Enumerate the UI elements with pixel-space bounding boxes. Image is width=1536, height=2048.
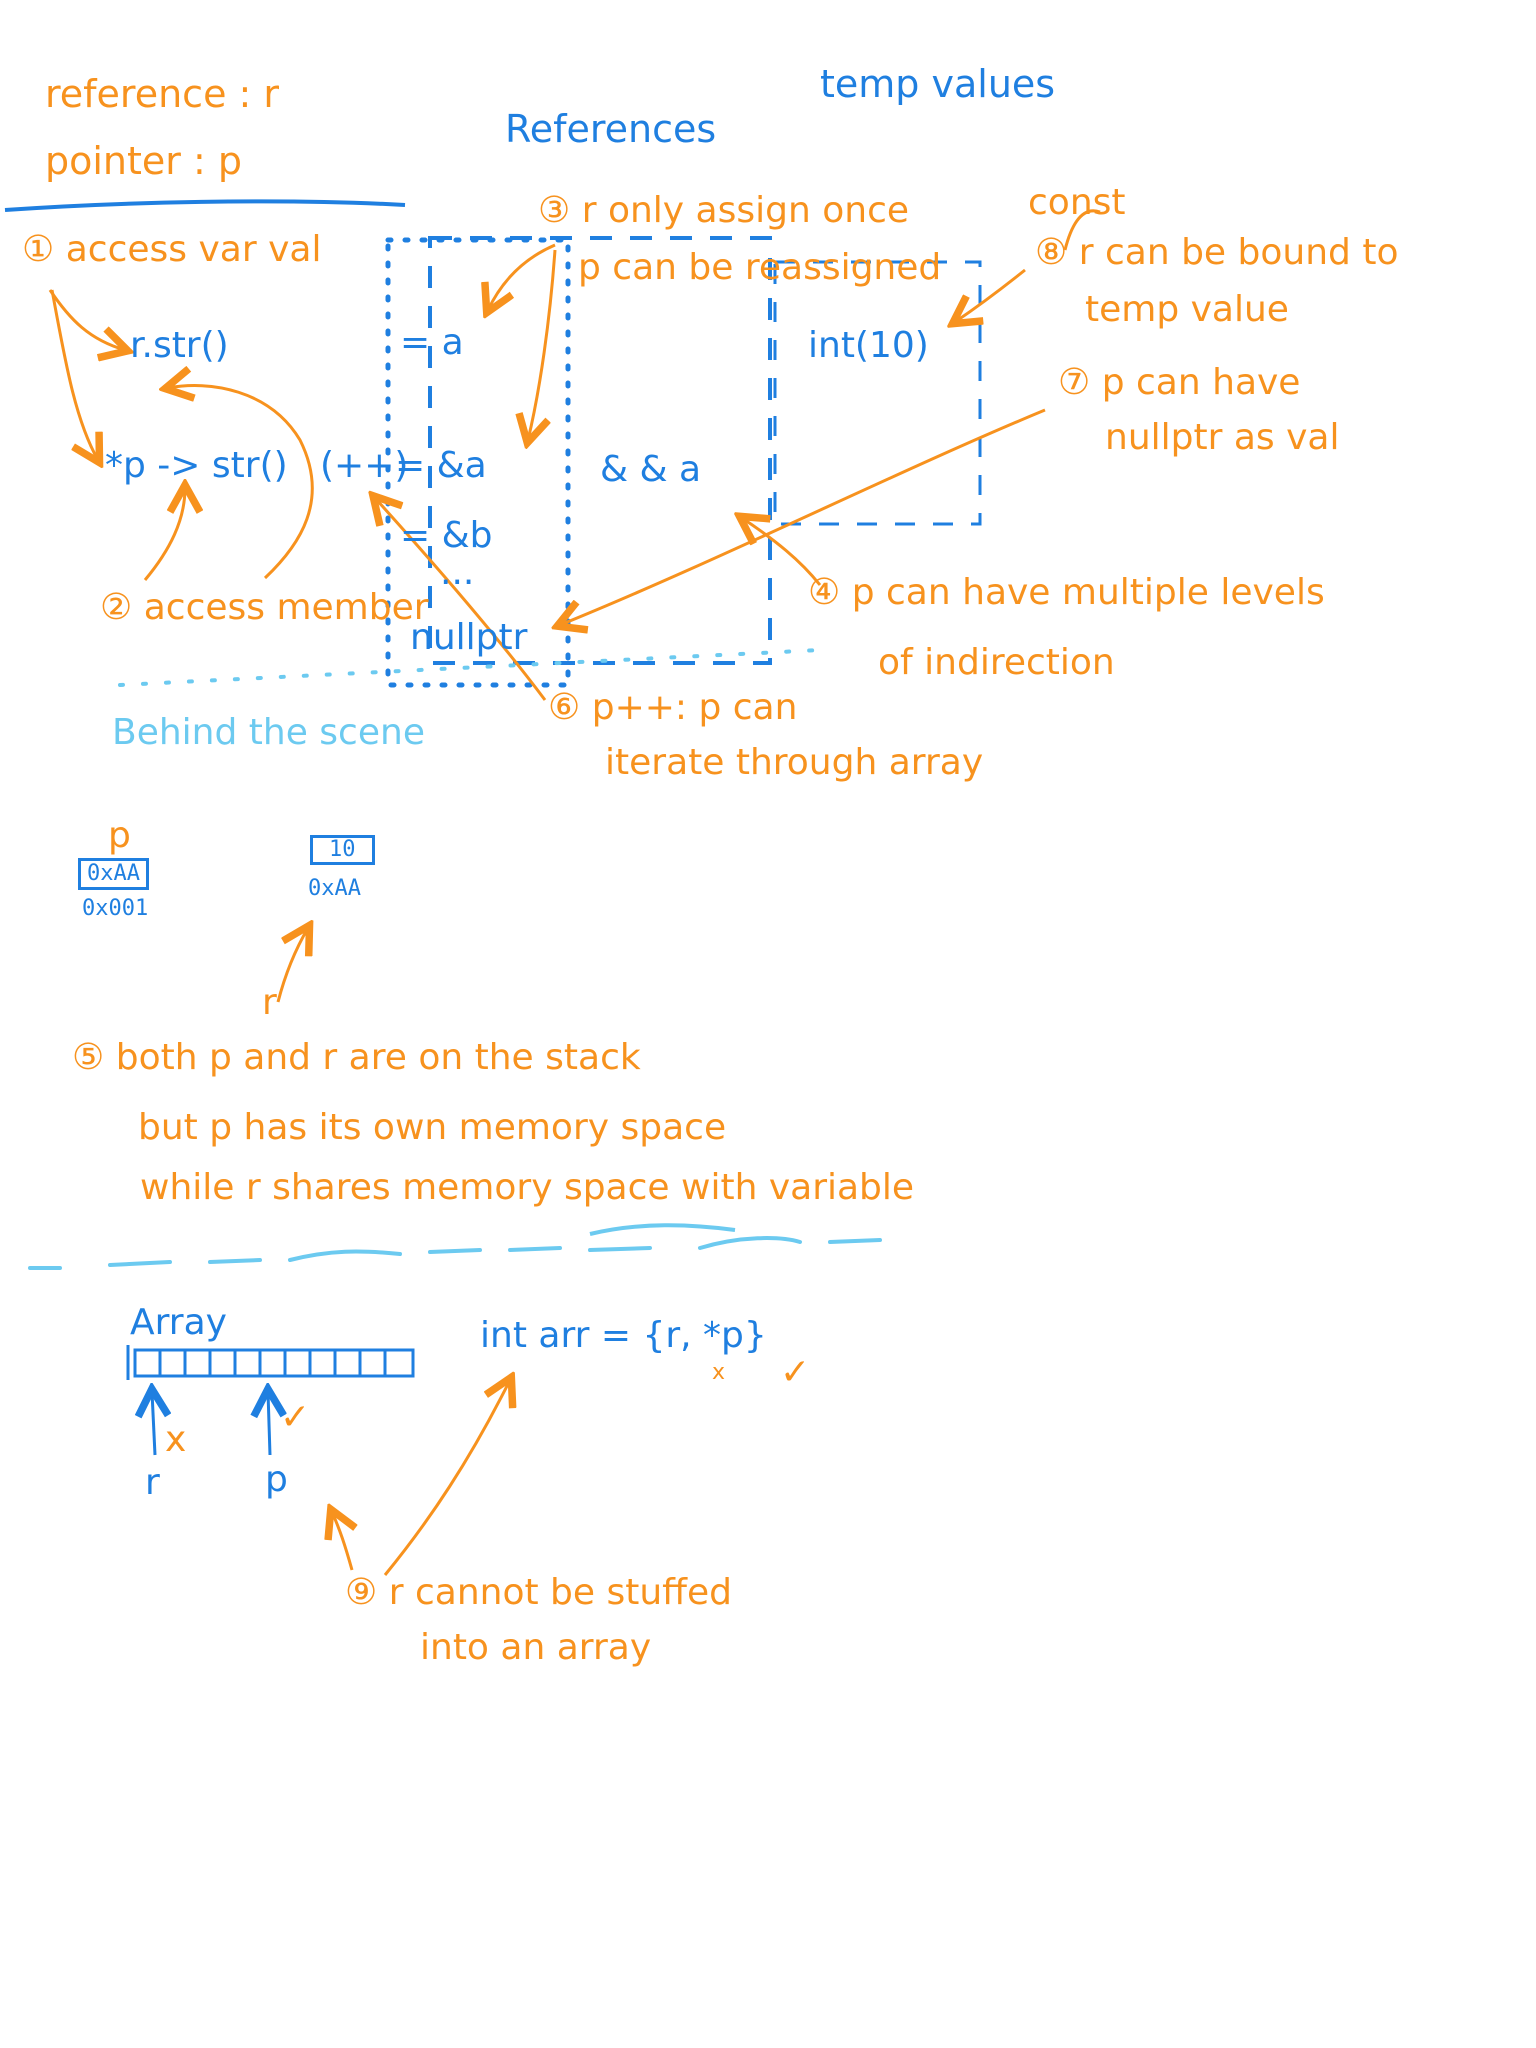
note-p-increment: ⑥ p++: p can (548, 687, 798, 728)
mem-r-label: r (262, 982, 277, 1023)
array-p-label: p (265, 1459, 288, 1500)
code-int-arr: int arr = {r, *p} (480, 1315, 767, 1356)
mem-p-label: p (108, 815, 131, 856)
note-stack-line3: while r shares memory space with variabl… (140, 1167, 915, 1208)
note-indirection: of indirection (878, 642, 1115, 683)
array-title: Array (130, 1302, 227, 1343)
array-r-label: r (145, 1462, 160, 1503)
temp-values-header: temp values (820, 62, 1056, 106)
array-p-check-mark: ✓ (280, 1397, 311, 1438)
code-r-str: r.str() (130, 325, 229, 366)
mem-p-address: 0x001 (82, 896, 149, 921)
note-p-reassigned: p can be reassigned (578, 247, 942, 288)
note-temp-value: temp value (1085, 289, 1289, 330)
note-const: const (1028, 182, 1126, 223)
note-r-assign-once: ③ r only assign once (538, 190, 910, 231)
code-increment: (++) (320, 445, 409, 486)
code-int10: int(10) (808, 325, 929, 366)
note-r-bound-temp: ⑧ r can be bound to (1035, 232, 1399, 273)
code-eq-a: = a (400, 322, 464, 363)
note-r-not-array: ⑨ r cannot be stuffed (345, 1572, 732, 1613)
mem-p-value: 0xAA (78, 858, 149, 890)
code-eq-amp-a: = &a (395, 445, 487, 486)
code-ellipsis: ... (440, 552, 475, 593)
stack-note-underline (589, 1223, 736, 1236)
mem-p-box: 0xAA (78, 858, 149, 890)
array-cells (158, 1350, 387, 1376)
note-stack-line2: but p has its own memory space (138, 1107, 727, 1148)
note-access-var-val: ① access var val (22, 229, 322, 270)
note-p-nullptr: ⑦ p can have (1058, 362, 1301, 403)
mem-r-address: 0xAA (308, 876, 361, 901)
code-ampamp-a: & & a (600, 449, 702, 490)
code-nullptr: nullptr (410, 617, 528, 658)
behind-scene-separator (118, 648, 822, 687)
temp-values-dashed-box (773, 260, 982, 526)
mem-r-value: 10 (310, 835, 375, 865)
note-access-member: ② access member (100, 587, 429, 628)
note-stack-line1: ⑤ both p and r are on the stack (72, 1037, 641, 1078)
array-section-separator (28, 1236, 882, 1270)
behind-scene-title: Behind the scene (112, 712, 425, 753)
note-iterate-array: iterate through array (605, 742, 984, 783)
mem-r-box: 10 (310, 835, 375, 865)
code-p-str: *p -> str() (105, 445, 288, 486)
code-int-arr-x: x (712, 1360, 726, 1385)
array-bar (133, 1348, 415, 1378)
note-multiple-levels: ④ p can have multiple levels (808, 572, 1325, 613)
legend-reference: reference : r (45, 72, 280, 116)
array-r-x-mark: x (165, 1419, 187, 1460)
code-int-arr-check: ✓ (780, 1352, 811, 1393)
references-header: References (505, 107, 717, 151)
legend-pointer: pointer : p (45, 139, 242, 183)
legend-underline (4, 199, 406, 212)
note-into-array: into an array (420, 1627, 652, 1668)
note-nullptr-val: nullptr as val (1105, 417, 1340, 458)
code-eq-amp-b: = &b (400, 515, 493, 556)
references-dashed-box (428, 236, 772, 665)
